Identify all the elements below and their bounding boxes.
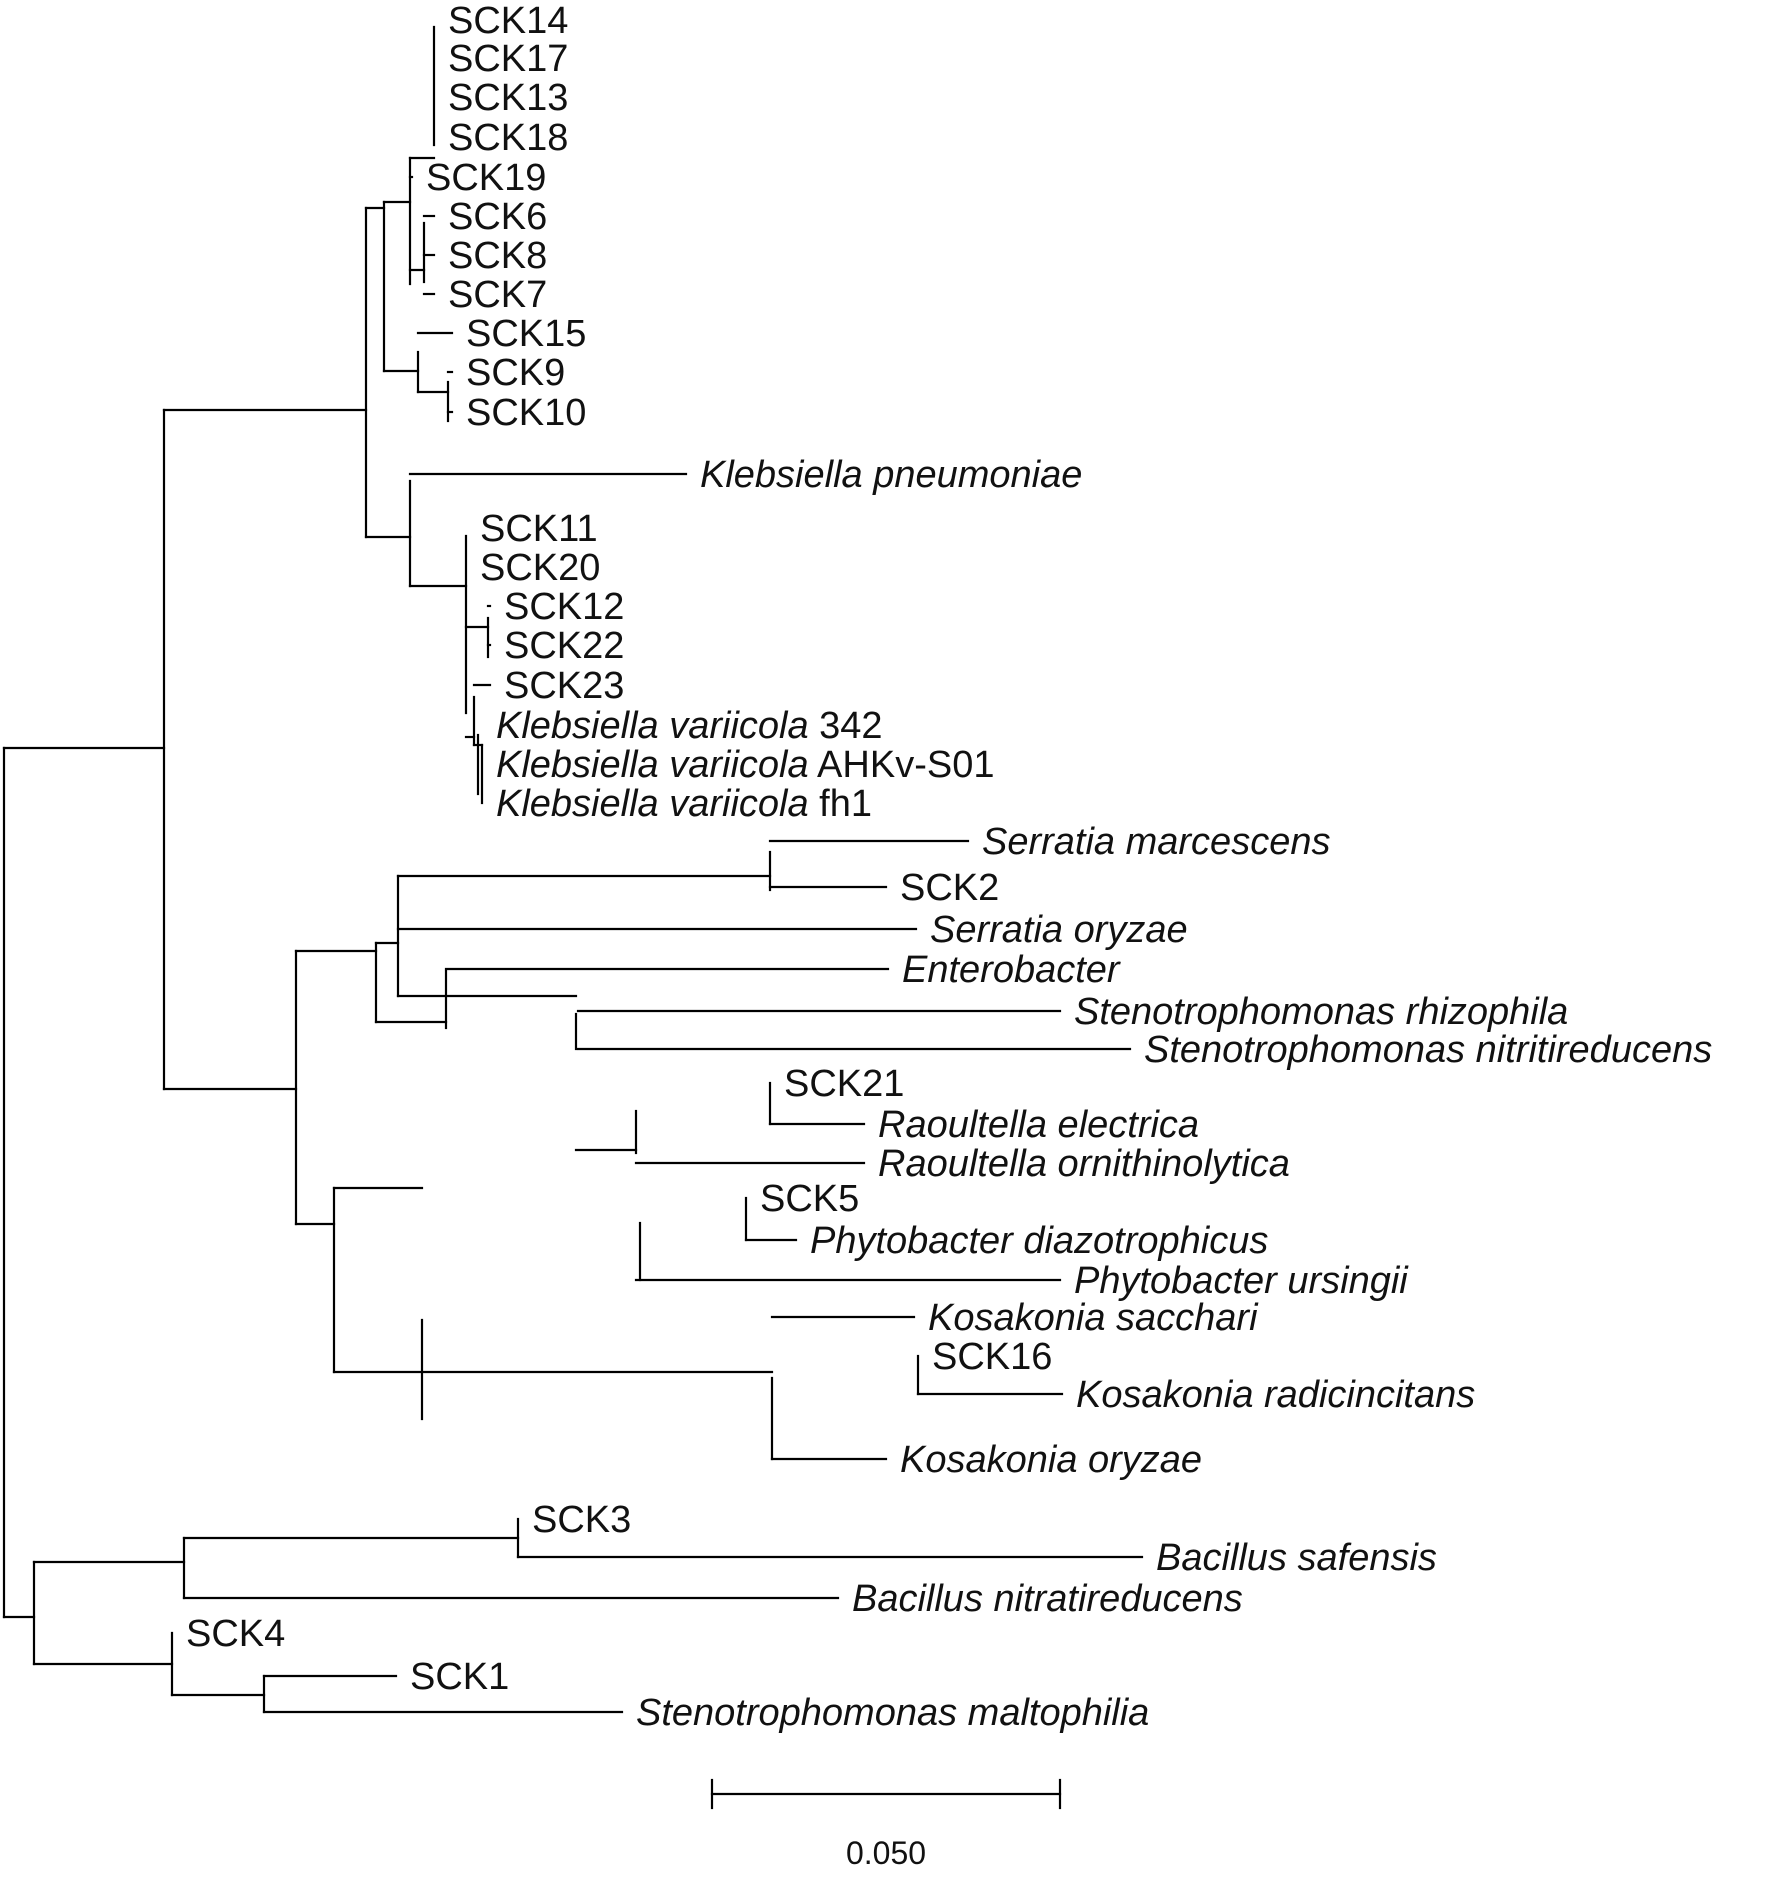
taxon-name: Kosakonia radicincitans xyxy=(1076,1374,1475,1416)
leaf-label: Kosakonia radicincitans xyxy=(1076,1374,1475,1416)
strain-id: SCK2 xyxy=(900,867,999,909)
leaf-label: SCK10 xyxy=(466,392,586,434)
taxon-name: Bacillus nitratireducens xyxy=(852,1578,1243,1620)
taxon-name: Stenotrophomonas rhizophila xyxy=(1074,991,1568,1033)
taxon-name: Kosakonia oryzae xyxy=(900,1439,1202,1481)
strain-id: SCK1 xyxy=(410,1656,509,1698)
taxon-name: Phytobacter diazotrophicus xyxy=(810,1220,1268,1262)
strain-id: SCK4 xyxy=(186,1613,285,1655)
strain-id: SCK14 xyxy=(448,0,568,42)
leaf-label: SCK6 xyxy=(448,196,547,238)
tree-branches xyxy=(2,25,1144,1714)
taxon-name: Raoultella ornithinolytica xyxy=(878,1143,1290,1185)
leaf-label: Klebsiella variicola AHKv-S01 xyxy=(496,744,994,786)
leaf-label: SCK5 xyxy=(760,1178,859,1220)
leaf-label: SCK9 xyxy=(466,352,565,394)
leaf-label: Klebsiella variicola 342 xyxy=(496,705,883,747)
leaf-label: Phytobacter diazotrophicus xyxy=(810,1220,1268,1262)
leaf-label: SCK14 xyxy=(448,0,568,42)
leaf-label: SCK22 xyxy=(504,625,624,667)
leaf-labels: SCK14SCK17SCK13SCK18SCK19SCK6SCK8SCK7SCK… xyxy=(186,0,1712,1734)
leaf-label: SCK13 xyxy=(448,77,568,119)
leaf-label: Phytobacter ursingii xyxy=(1074,1260,1409,1302)
leaf-label: SCK16 xyxy=(932,1336,1052,1378)
leaf-label: Bacillus safensis xyxy=(1156,1537,1437,1579)
strain-id: SCK3 xyxy=(532,1499,631,1541)
leaf-label: Stenotrophomonas maltophilia xyxy=(636,1692,1149,1734)
leaf-label: SCK8 xyxy=(448,235,547,277)
leaf-label: Enterobacter xyxy=(902,949,1121,991)
strain-id: SCK12 xyxy=(504,586,624,628)
leaf-label: SCK17 xyxy=(448,38,568,80)
leaf-label: SCK3 xyxy=(532,1499,631,1541)
strain-id: SCK22 xyxy=(504,625,624,667)
leaf-label: SCK7 xyxy=(448,274,547,316)
strain-id: SCK16 xyxy=(932,1336,1052,1378)
leaf-label: Bacillus nitratireducens xyxy=(852,1578,1243,1620)
strain-id: SCK17 xyxy=(448,38,568,80)
leaf-label: SCK12 xyxy=(504,586,624,628)
leaf-label: Serratia marcescens xyxy=(982,821,1330,863)
strain-id: SCK21 xyxy=(784,1063,904,1105)
leaf-label: Kosakonia sacchari xyxy=(928,1297,1259,1339)
strain-id: SCK20 xyxy=(480,547,600,589)
strain-id: SCK6 xyxy=(448,196,547,238)
taxon-name: Serratia oryzae xyxy=(930,909,1188,951)
leaf-label: SCK18 xyxy=(448,117,568,159)
taxon-name: Klebsiella pneumoniae xyxy=(700,454,1082,496)
leaf-label: Stenotrophomonas rhizophila xyxy=(1074,991,1568,1033)
leaf-label: Klebsiella variicola fh1 xyxy=(496,783,872,825)
leaf-label: SCK23 xyxy=(504,665,624,707)
taxon-name: Serratia marcescens xyxy=(982,821,1330,863)
leaf-label: SCK20 xyxy=(480,547,600,589)
strain-id: SCK13 xyxy=(448,77,568,119)
leaf-label: Kosakonia oryzae xyxy=(900,1439,1202,1481)
taxon-name: Stenotrophomonas nitritireducens xyxy=(1144,1029,1712,1071)
taxon-name: Klebsiella variicola xyxy=(496,705,809,747)
taxon-name: Klebsiella variicola xyxy=(496,783,809,825)
strain-id: SCK18 xyxy=(448,117,568,159)
taxon-name: Phytobacter ursingii xyxy=(1074,1260,1409,1302)
leaf-label: SCK4 xyxy=(186,1613,285,1655)
strain-id: SCK15 xyxy=(466,313,586,355)
strain-id: 342 xyxy=(809,705,883,747)
strain-id: SCK5 xyxy=(760,1178,859,1220)
leaf-label: SCK15 xyxy=(466,313,586,355)
strain-id: fh1 xyxy=(809,783,872,825)
scale-bar: 0.050 xyxy=(710,1778,1062,1871)
strain-id: SCK10 xyxy=(466,392,586,434)
leaf-label: SCK2 xyxy=(900,867,999,909)
strain-id: SCK7 xyxy=(448,274,547,316)
leaf-label: SCK1 xyxy=(410,1656,509,1698)
strain-id: SCK23 xyxy=(504,665,624,707)
leaf-label: Raoultella ornithinolytica xyxy=(878,1143,1290,1185)
leaf-label: Raoultella electrica xyxy=(878,1104,1199,1146)
taxon-name: Enterobacter xyxy=(902,949,1121,991)
scale-bar-label: 0.050 xyxy=(846,1835,926,1871)
taxon-name: Klebsiella variicola xyxy=(496,744,809,786)
strain-id: AHKv-S01 xyxy=(809,744,995,786)
strain-id: SCK11 xyxy=(480,508,598,550)
strain-id: SCK8 xyxy=(448,235,547,277)
strain-id: SCK19 xyxy=(426,157,546,199)
taxon-name: Kosakonia sacchari xyxy=(928,1297,1259,1339)
leaf-label: SCK21 xyxy=(784,1063,904,1105)
leaf-label: SCK19 xyxy=(426,157,546,199)
taxon-name: Raoultella electrica xyxy=(878,1104,1199,1146)
taxon-name: Stenotrophomonas maltophilia xyxy=(636,1692,1149,1734)
leaf-label: SCK11 xyxy=(480,508,598,550)
leaf-label: Serratia oryzae xyxy=(930,909,1188,951)
strain-id: SCK9 xyxy=(466,352,565,394)
leaf-label: Klebsiella pneumoniae xyxy=(700,454,1082,496)
taxon-name: Bacillus safensis xyxy=(1156,1537,1437,1579)
leaf-label: Stenotrophomonas nitritireducens xyxy=(1144,1029,1712,1071)
